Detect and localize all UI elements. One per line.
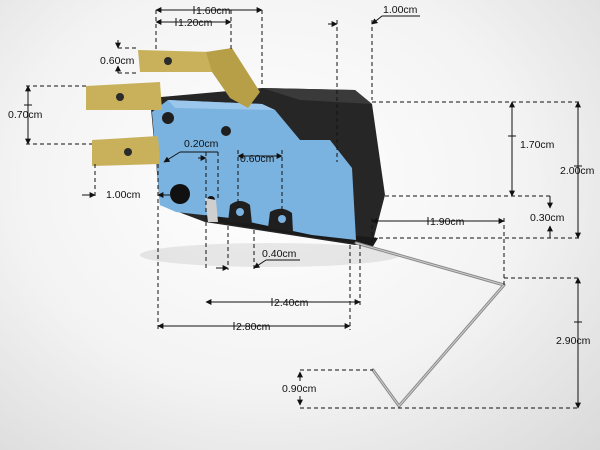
dim-label-1-70: 1.70cm [520,139,555,151]
dim-label-2-00: 2.00cm [560,165,595,177]
shadow [140,243,400,267]
dim-label-1-60: 1.60cm [196,5,231,17]
dim-label-0-60-terminal: 0.60cm [100,55,135,67]
dim-label-2-40: 2.40cm [274,297,309,309]
terminal-middle [86,82,162,110]
dim-label-0-90: 0.90cm [282,383,317,395]
dim-label-2-80: 2.80cm [236,321,271,333]
dim-label-0-30: 0.30cm [530,212,565,224]
dim-label-0-40: 0.40cm [262,248,297,260]
dim-label-2-90: 2.90cm [556,335,591,347]
dimension-lines [24,6,582,409]
cover-rivet-2 [221,126,231,136]
slot-pin-1 [236,208,244,216]
slot-pin-2 [278,215,286,223]
dim-label-1-00-left: 1.00cm [106,189,141,201]
side-cover [152,100,356,240]
cover-rivet-1 [162,112,174,124]
lever-highlight [355,242,505,407]
dimension-labels: 1.60cm 1.20cm 1.00cm 0.60cm 0.70cm 1.70c… [8,4,595,395]
plunger-tab [205,198,218,222]
dim-label-0-20: 0.20cm [184,138,219,150]
dim-label-0-60-slots: 0.60cm [240,153,275,165]
dim-label-1-90: 1.90cm [430,216,465,228]
microswitch-illustration [86,48,506,408]
housing-highlight [262,88,372,104]
terminal-top [138,48,260,108]
dim-label-1-00-top: 1.00cm [383,4,418,16]
dim-label-0-70: 0.70cm [8,109,43,121]
terminal-bottom [92,136,160,166]
dim-label-1-20: 1.20cm [178,17,213,29]
pivot-hole [170,184,190,204]
actuator-lever [354,241,506,408]
